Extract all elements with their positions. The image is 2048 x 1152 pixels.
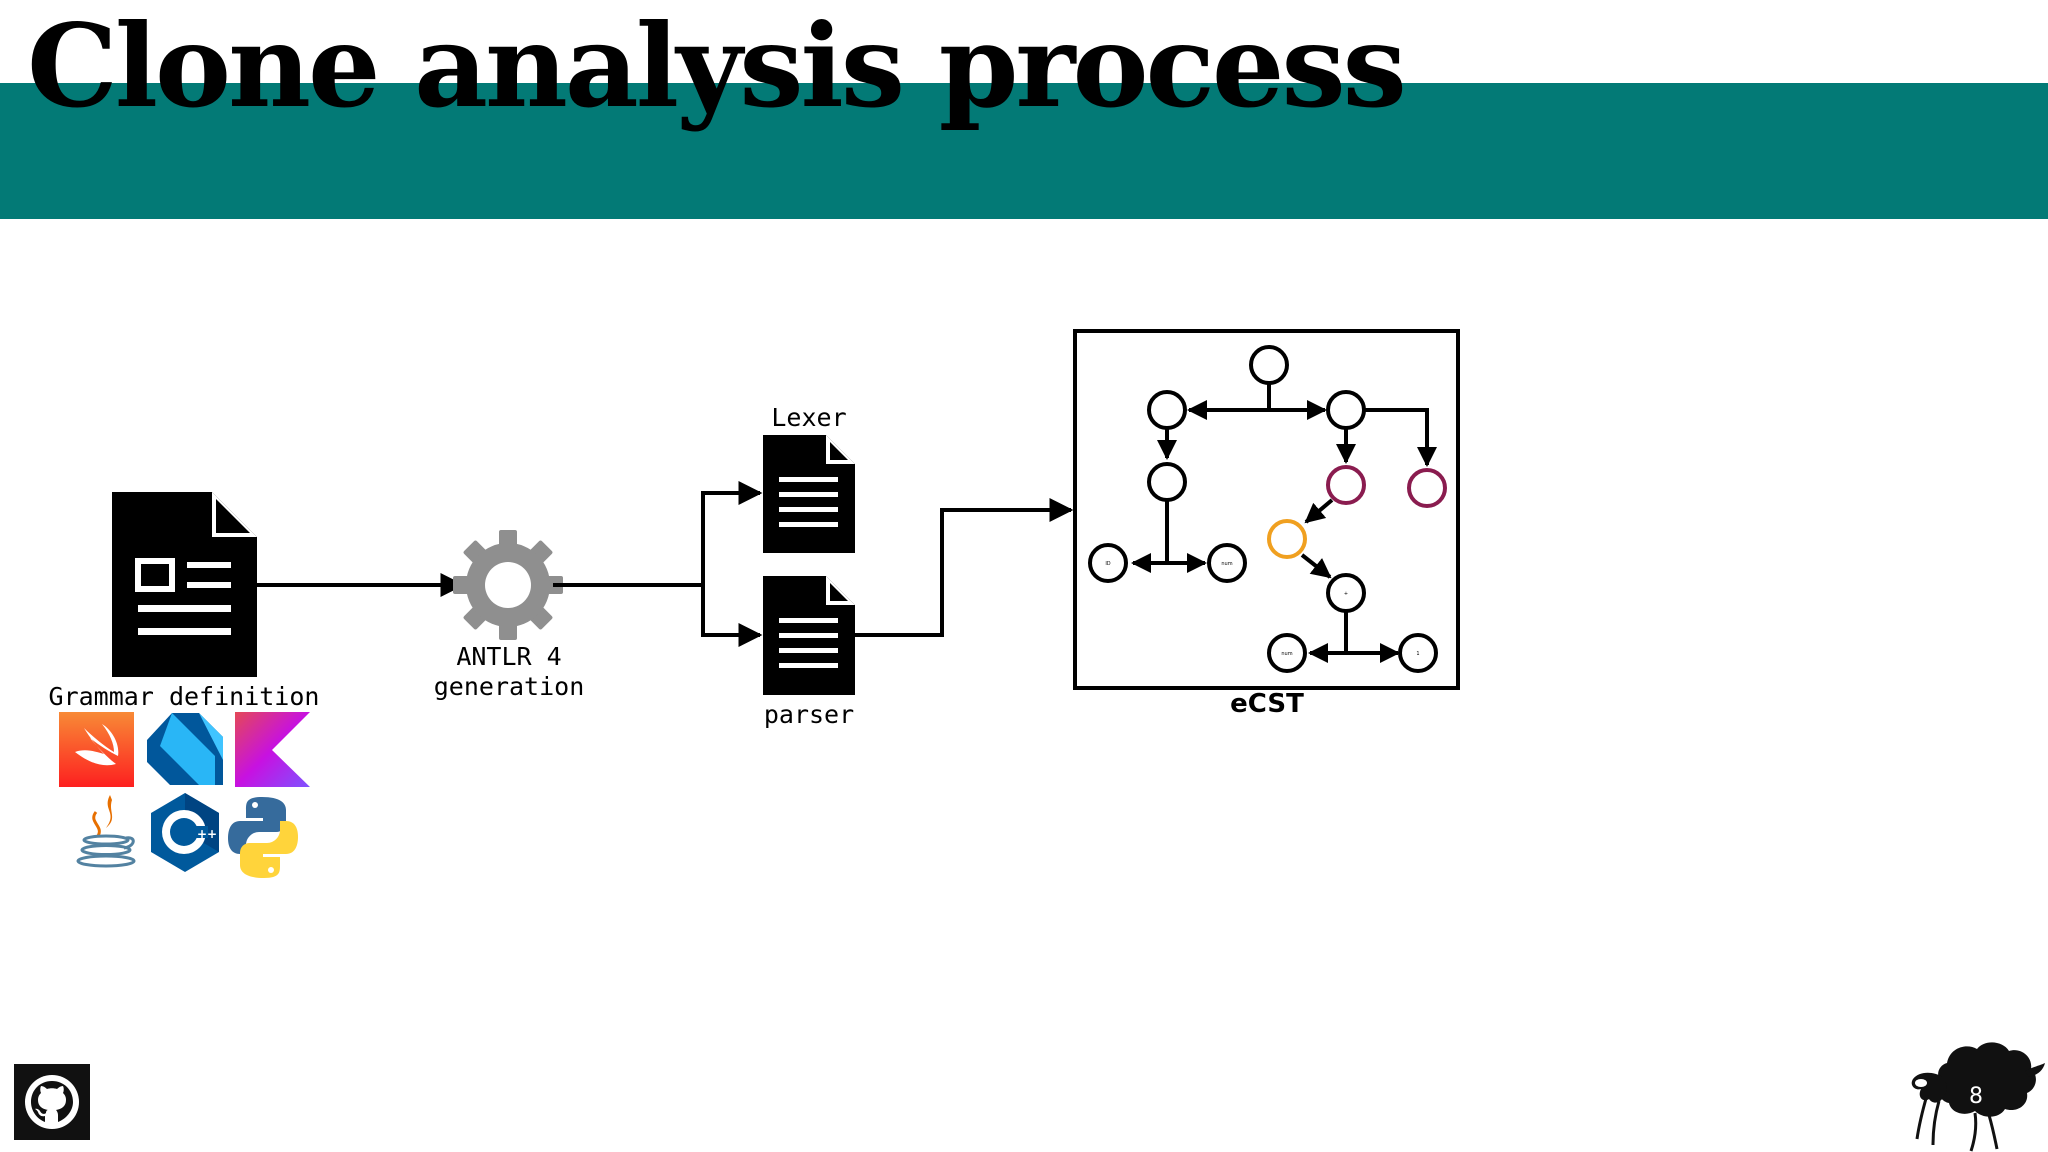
slide-title: Clone analysis process: [27, 0, 1407, 133]
arrow-to-parser: [701, 585, 763, 647]
ecst-box: [1073, 329, 1460, 690]
title-banner: [0, 83, 2048, 219]
java-icon: [76, 795, 136, 868]
tree-node-leaf: [1088, 543, 1128, 583]
tree-node: [1147, 462, 1187, 502]
svg-text:++: ++: [197, 827, 217, 841]
tree-node-highlight-purple: [1326, 465, 1366, 505]
parser-document-icon: [763, 576, 855, 695]
antlr-label-line1: ANTLR 4: [456, 642, 561, 671]
github-icon[interactable]: [14, 1064, 90, 1140]
tree-node-leaf: [1398, 633, 1438, 673]
tree-node: [1147, 390, 1187, 430]
kotlin-icon: [235, 712, 310, 787]
tree-edges: [1131, 384, 1437, 663]
tree-node-label: num: [1221, 561, 1232, 567]
sheep-icon: [1911, 1042, 2045, 1152]
swift-icon: [59, 712, 134, 787]
tree-node-label: num: [1281, 651, 1292, 657]
tree-node: [1326, 390, 1366, 430]
ecst-label: eCST: [1230, 689, 1304, 719]
lexer-document-icon: [763, 435, 855, 553]
gear-icon: [453, 530, 563, 640]
antlr-label-line2: generation: [434, 672, 585, 701]
python-icon: [228, 797, 298, 878]
grammar-document-icon: [112, 492, 257, 677]
page-number: 8: [1969, 1084, 1983, 1109]
tree-node-label: ID: [1105, 561, 1110, 567]
arrow-parser-to-ecst: [855, 498, 1074, 637]
parser-label: parser: [764, 700, 854, 729]
tree-node-highlight-purple: [1407, 468, 1447, 508]
tree-node-highlight-orange: [1267, 519, 1307, 559]
tree-nodes: [1088, 345, 1447, 673]
tree-node-root: [1249, 345, 1289, 385]
cpp-icon: ++: [151, 793, 219, 872]
tree-node-leaf: [1267, 633, 1307, 673]
tree-node: [1326, 573, 1366, 613]
dart-icon: [147, 713, 223, 785]
lexer-label: Lexer: [771, 403, 846, 432]
tree-node-label: 1: [1416, 651, 1419, 657]
arrow-to-lexer: [701, 481, 763, 585]
tree-node-leaf: [1207, 543, 1247, 583]
tree-node-label: +: [1344, 591, 1348, 597]
grammar-label: Grammar definition: [49, 682, 320, 711]
